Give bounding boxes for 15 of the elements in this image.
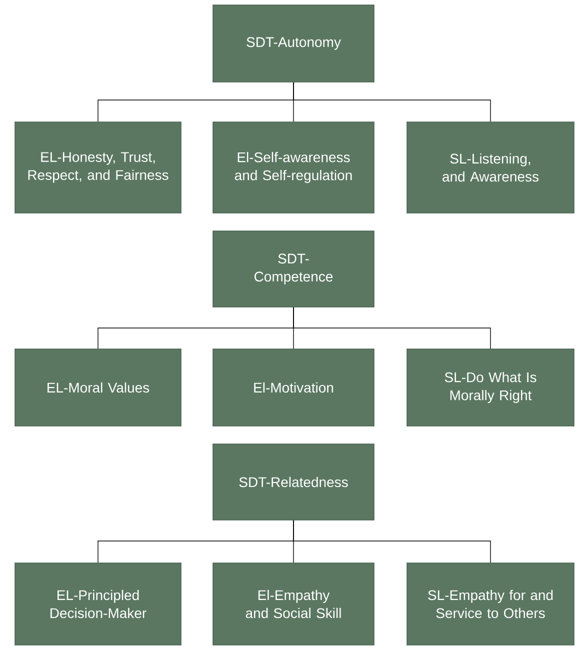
- category-box: SDT-Relatedness: [212, 444, 374, 520]
- category-box: SL-Do What Is Morally Right: [406, 348, 574, 426]
- connector-line: [293, 82, 491, 122]
- category-box: El-Empathy and Social Skill: [212, 562, 374, 646]
- category-box: El-Motivation: [212, 348, 374, 426]
- category-box: EL-Moral Values: [14, 348, 182, 426]
- connector-line: [293, 520, 491, 563]
- category-box: EL-Principled Decision-Maker: [14, 562, 182, 646]
- category-box: SDT-Competence: [212, 230, 374, 308]
- category-box: SDT-Autonomy: [212, 4, 374, 82]
- category-box: SL-Empathy for and Service to Others: [406, 562, 574, 646]
- category-box: SL-Listening, and Awareness: [406, 122, 574, 214]
- connector-line: [293, 307, 491, 349]
- category-box: El-Self-awareness and Self-regulation: [212, 122, 374, 214]
- category-box: EL-Honesty, Trust, Respect, and Fairness: [14, 122, 182, 214]
